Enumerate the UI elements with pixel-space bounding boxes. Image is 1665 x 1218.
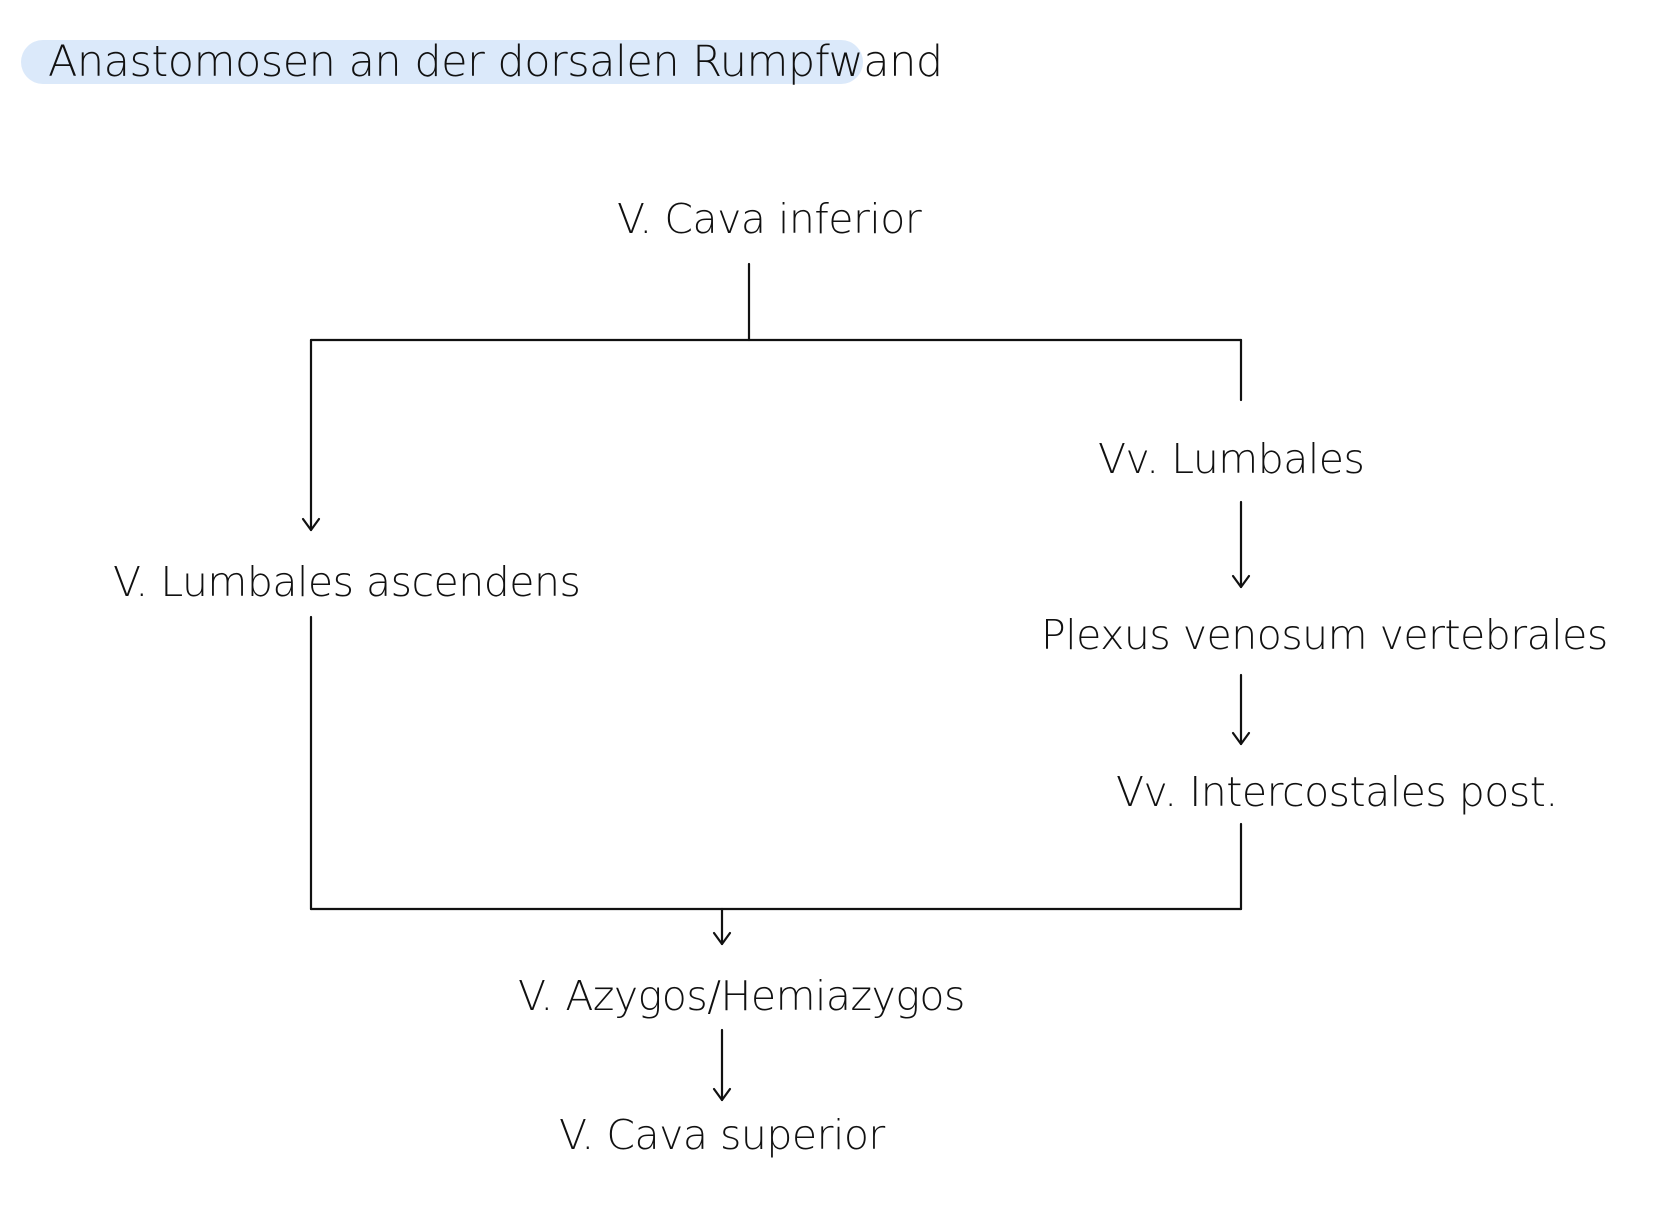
arrowhead-azygos [712,931,732,946]
node-vv-intercostales: Vv. Intercostales post. [1116,768,1558,816]
node-vv-lumbales: Vv. Lumbales [1098,435,1365,483]
title-highlight [21,40,863,84]
node-plexus-venosum: Plexus venosum vertebrales [1041,611,1608,659]
node-cava-superior: V. Cava superior [559,1111,885,1159]
diagram-title: Anastomosen an der dorsalen Rumpfwand [48,37,943,87]
arrowhead-plexus [1231,574,1251,589]
node-cava-inferior: V. Cava inferior [617,195,922,243]
node-azygos: V. Azygos/Hemiazygos [518,972,965,1020]
arrowhead-lumbales-ascendens [301,517,321,532]
arrowhead-cava-superior [712,1087,732,1102]
arrowhead-intercostales [1231,731,1251,746]
node-lumbales-ascendens: V. Lumbales ascendens [113,558,581,606]
